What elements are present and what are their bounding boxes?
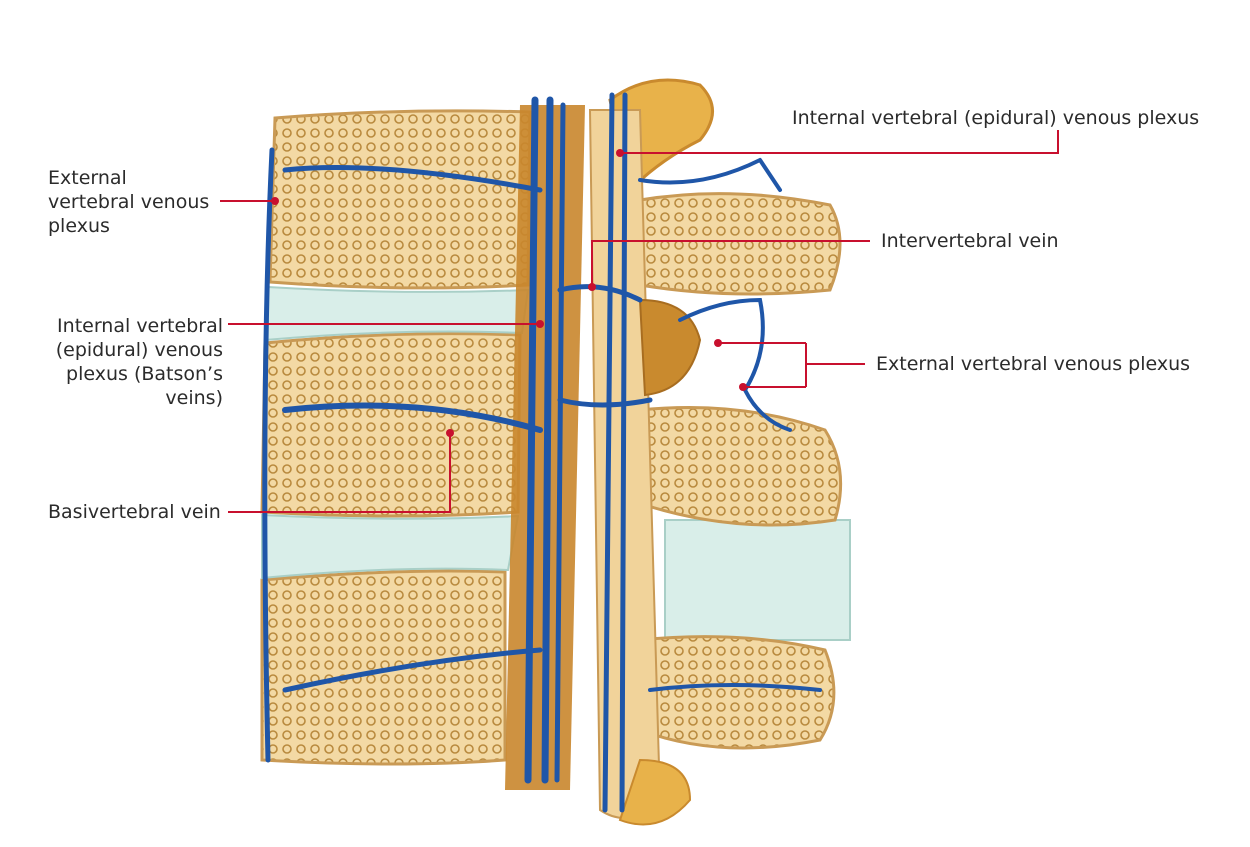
label-intervertebral-vein: Intervertebral vein [881, 230, 1059, 252]
leader-dot-basivertebral [446, 429, 454, 437]
leader-internal-top-right [620, 130, 1059, 154]
label-line: External [48, 167, 127, 189]
longitudinal-vein-5 [619, 92, 628, 813]
intervertebral-disc-posterior [664, 519, 851, 641]
label-internal-vertebral-venous-plexus-right: Internal vertebral (epidural) venous ple… [792, 107, 1200, 129]
external-plexus-posterior-middle [678, 297, 792, 432]
external-plexus-left [262, 147, 275, 763]
label-external-vertebral-venous-plexus-right: External vertebral venous plexus [876, 353, 1191, 375]
label-line: (epidural) venous [55, 339, 223, 361]
veins [262, 92, 822, 813]
label-line: Internal vertebral [57, 315, 223, 337]
spinous-process-upper [638, 192, 842, 296]
spinous-process-lower [638, 635, 836, 750]
label-line: plexus (Batson’s [66, 363, 223, 385]
longitudinal-vein-2 [541, 96, 554, 784]
label-internal-vertebral-venous-plexus-left: Internal vertebral (epidural) venous ple… [56, 314, 223, 410]
leader-dot-external-right-lower [739, 383, 747, 391]
external-plexus-posterior-upper [638, 158, 782, 192]
label-basivertebral-vein: Basivertebral vein [48, 501, 221, 523]
vertebral-body-upper [268, 109, 532, 290]
label-line: vertebral venous [48, 191, 210, 213]
leader-dot-intervertebral [588, 283, 596, 291]
leader-dot-internal-top-right [616, 149, 624, 157]
leader-dot-internal-left [536, 320, 544, 328]
leader-external-right [718, 342, 865, 388]
spinous-process-middle [638, 406, 843, 527]
longitudinal-vein-1 [524, 96, 539, 784]
leader-lines [220, 130, 1059, 513]
leader-dot-external-right-upper [714, 339, 722, 347]
longitudinal-vein-4 [602, 92, 615, 813]
leader-dots [271, 149, 747, 437]
label-external-vertebral-venous-plexus-left: External vertebral venous plexus [48, 166, 209, 238]
leader-basivertebral [228, 433, 451, 513]
vertebral-bodies [260, 109, 532, 766]
articular-process-lower [618, 758, 692, 826]
vertebral-body-lower [260, 569, 507, 766]
leader-intervertebral [591, 240, 870, 287]
label-line: veins) [165, 387, 223, 409]
label-line: plexus [48, 215, 110, 237]
articular-process-middle [638, 298, 702, 397]
intervertebral-connection-upper [557, 284, 643, 303]
longitudinal-vein-3 [554, 102, 566, 783]
intervertebral-disc-lower [261, 513, 520, 580]
basivertebral-branch-lower [282, 647, 543, 693]
basivertebral-branch-middle [282, 402, 543, 433]
vertebral-body-middle [260, 332, 522, 518]
intervertebral-disc-upper [263, 285, 530, 342]
basivertebral-branch-upper [282, 165, 543, 193]
posterior-elements [588, 78, 843, 826]
intervertebral-discs [261, 285, 851, 641]
leader-dot-external-left [271, 197, 279, 205]
intervertebral-connection-middle [557, 397, 653, 408]
external-plexus-posterior-lower [648, 683, 822, 692]
